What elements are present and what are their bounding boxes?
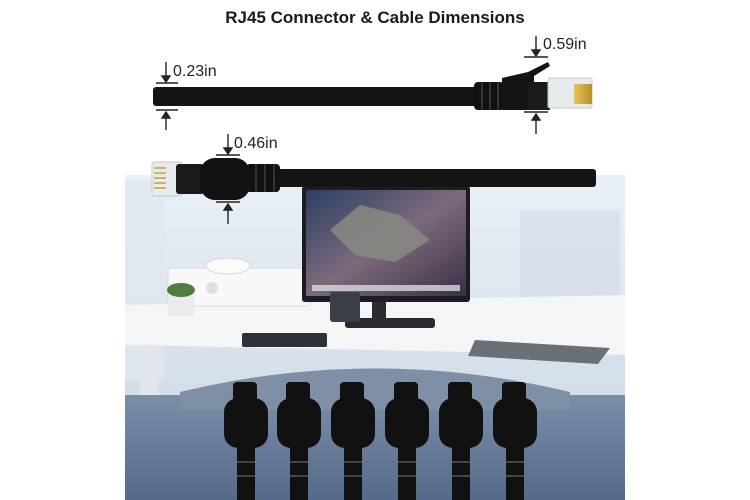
cable-top-view	[151, 158, 596, 200]
room-scene	[125, 175, 625, 500]
dimension-marker-connector	[524, 36, 548, 134]
connector-height-label: 0.59in	[543, 36, 587, 53]
dimension-marker-cable	[156, 62, 178, 130]
plant-pot	[167, 283, 195, 316]
keyboard	[242, 333, 327, 347]
page-title: RJ45 Connector & Cable Dimensions	[225, 8, 525, 27]
cable-side-view	[153, 62, 593, 110]
laptop	[468, 340, 610, 364]
dimension-marker-boot	[216, 134, 240, 224]
boot-diameter-label: 0.46in	[234, 135, 278, 152]
monitor	[302, 186, 470, 328]
game-console	[167, 257, 311, 307]
cable-boots-row	[224, 382, 537, 500]
cable-diameter-label: 0.23in	[173, 63, 217, 80]
